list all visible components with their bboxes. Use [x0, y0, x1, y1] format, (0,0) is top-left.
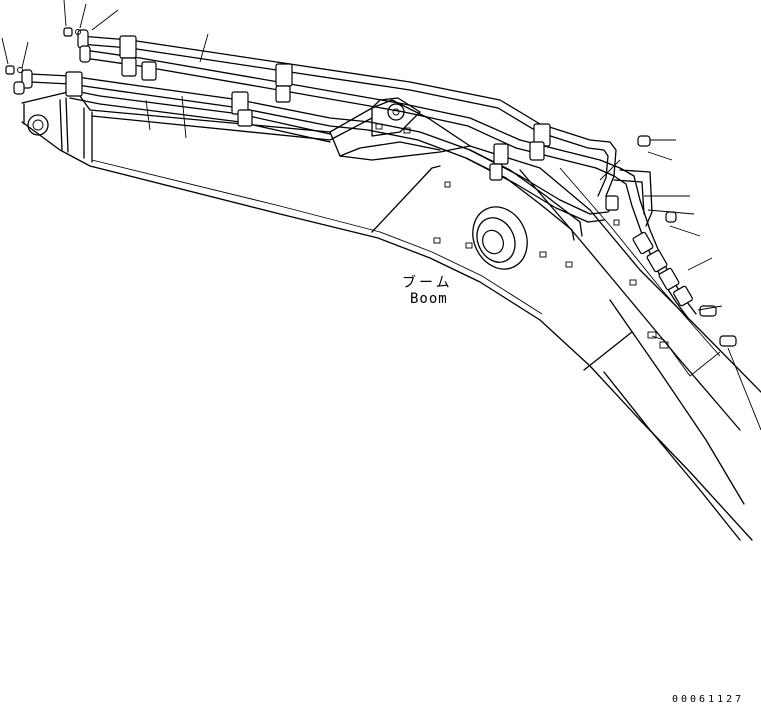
hose-routing-right [465, 135, 737, 377]
boom-top-bracket [329, 97, 471, 161]
callout-leaders [1, 0, 761, 431]
left-fittings [5, 27, 81, 75]
hydraulic-tubes-lower [13, 69, 583, 241]
drawing-number: 00061127 [672, 694, 745, 705]
hydraulic-tubes-upper [77, 29, 617, 197]
boom-label-japanese: ブーム [402, 275, 453, 291]
boom-label-english: Boom [410, 291, 448, 307]
boom-body [21, 91, 761, 541]
tube-clamps [65, 35, 619, 211]
